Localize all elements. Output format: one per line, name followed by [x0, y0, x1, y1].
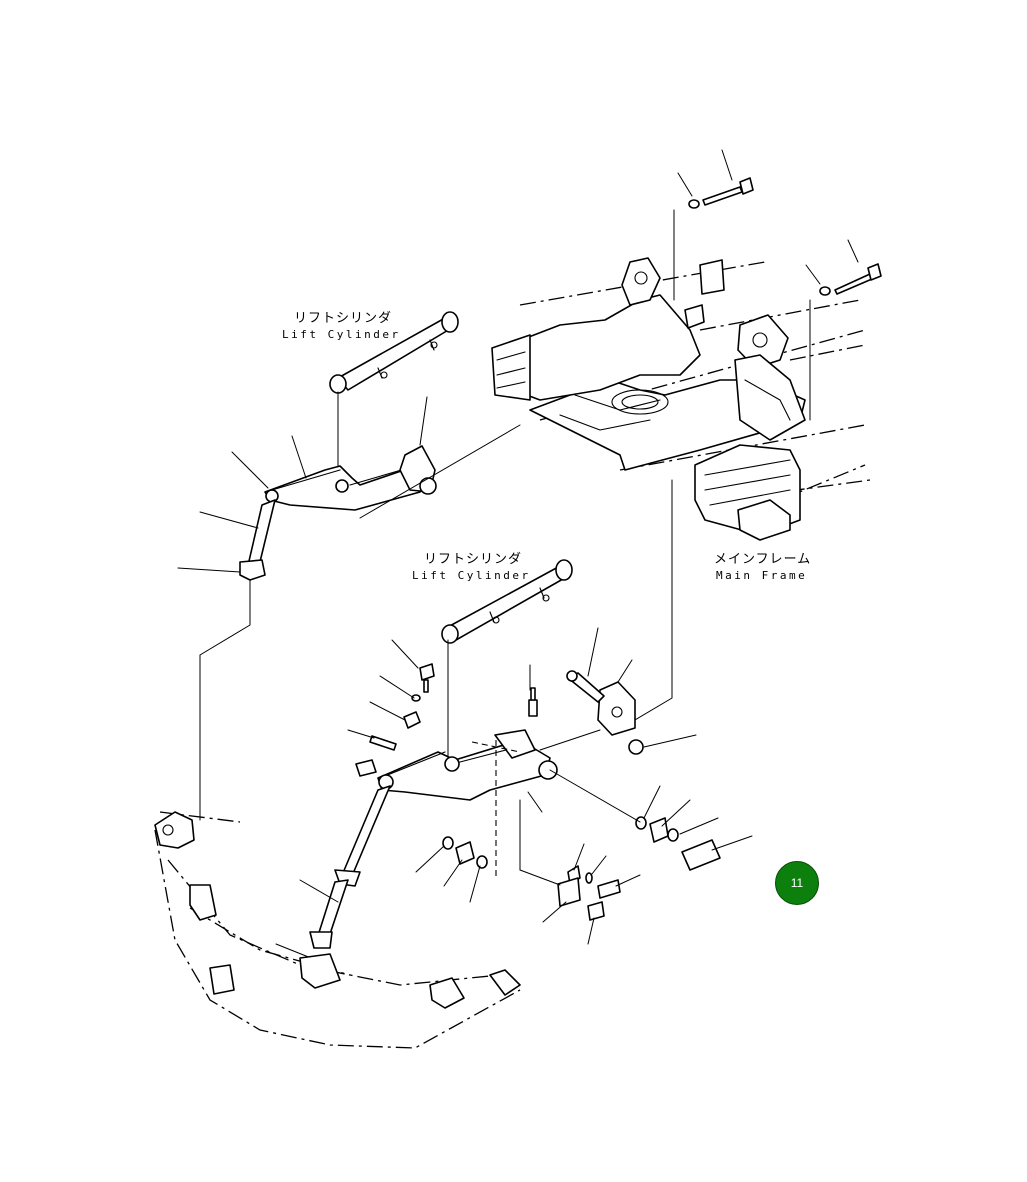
callout-labels: リフトシリンダ Lift Cylinder リフトシリンダ Lift Cylin… — [282, 311, 811, 582]
main-frame-label-en: Main Frame — [716, 569, 807, 582]
lower-cylinder-label-jp: リフトシリンダ — [424, 552, 522, 567]
page-number-badge[interactable]: 11 — [775, 861, 819, 905]
upper-lift-arm — [177, 396, 521, 821]
main-frame — [491, 257, 871, 541]
main-frame-label-jp: メインフレーム — [714, 552, 811, 567]
main-frame-bolts — [673, 149, 882, 421]
lower-lift-cylinder — [441, 559, 573, 761]
upper-cylinder-label-jp: リフトシリンダ — [294, 311, 392, 326]
upper-lift-cylinder — [329, 311, 459, 471]
lower-lift-arm — [275, 479, 753, 961]
lower-cylinder-label-en: Lift Cylinder — [412, 569, 531, 582]
upper-cylinder-label-en: Lift Cylinder — [282, 328, 401, 341]
front-frame — [154, 811, 521, 1049]
